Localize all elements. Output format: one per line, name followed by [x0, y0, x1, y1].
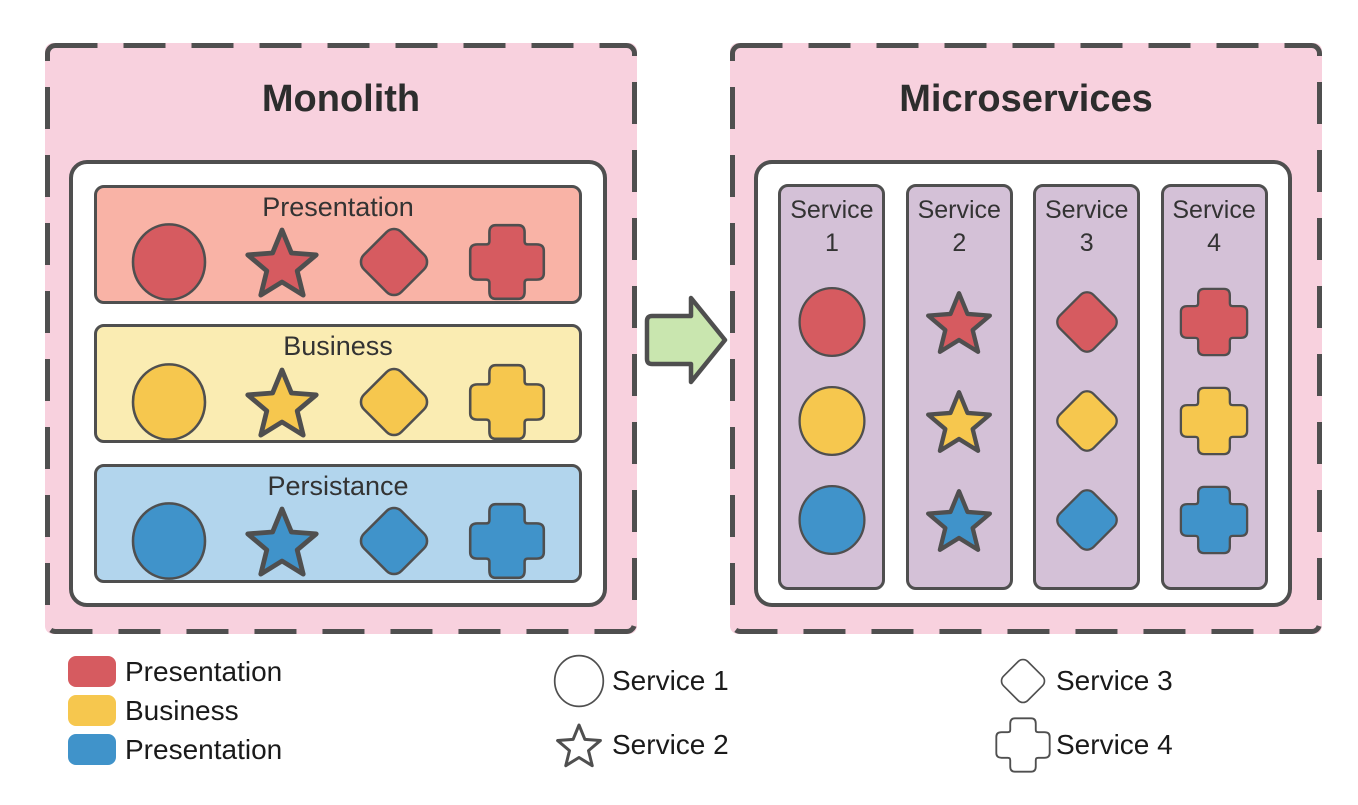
legend-shape-item: Service 4	[994, 717, 1173, 773]
cross-icon	[1179, 287, 1249, 357]
legend-shape-cell	[550, 654, 608, 708]
legend-shape-item: Service 3	[994, 654, 1173, 708]
diamond-icon	[1000, 658, 1046, 704]
legend-swatch	[68, 695, 116, 726]
cross-icon	[1179, 485, 1249, 555]
star-icon	[245, 227, 319, 298]
legend-swatch	[68, 656, 116, 687]
arrow-right-icon	[644, 295, 728, 385]
layer-title: Presentation	[262, 191, 414, 222]
diamond-icon	[359, 367, 429, 436]
circle-icon	[798, 485, 866, 555]
layer-presentation: Presentation	[94, 184, 582, 304]
legend-color-item: Business	[68, 695, 282, 726]
legend-label: Service 1	[612, 665, 729, 696]
legend-label: Presentation	[125, 655, 283, 687]
legend-color-item: Presentation	[68, 734, 282, 765]
legend-shape-cell	[550, 718, 608, 772]
layer-persistance: Persistance	[94, 463, 582, 583]
layer-title: Persistance	[267, 470, 409, 501]
circle-icon	[131, 502, 207, 581]
legend-label: Business	[125, 694, 239, 726]
circle-icon	[553, 654, 605, 708]
legend-shape-cell	[994, 717, 1052, 773]
legend-label: Service 4	[1056, 729, 1173, 760]
cross-icon	[468, 363, 545, 440]
legend-color-item: Presentation	[68, 656, 282, 687]
legend-label: Presentation	[125, 733, 283, 765]
layer-title: Business	[283, 331, 393, 361]
cross-icon	[468, 503, 545, 580]
layer-shapes	[97, 222, 579, 309]
star-icon	[926, 390, 993, 453]
legend-label: Service 2	[612, 729, 729, 760]
transition-arrow	[644, 294, 730, 391]
layer-shapes	[97, 501, 579, 588]
legend-shape-cell	[994, 654, 1052, 708]
diamond-icon	[359, 506, 429, 576]
legend-label: Service 3	[1056, 665, 1173, 696]
legend-shape-item: Service 2	[550, 718, 729, 772]
service-column-shapes	[1036, 259, 1137, 587]
legend-swatch	[68, 734, 116, 765]
circle-icon	[131, 362, 207, 441]
legend-services-3-4: Service 3 Service 4	[994, 654, 1173, 773]
microservices-title: Microservices	[899, 78, 1153, 120]
star-icon	[926, 489, 993, 552]
diamond-icon	[1055, 291, 1118, 353]
diamond-icon	[1055, 390, 1118, 452]
legend-shape-item: Service 1	[550, 654, 729, 708]
star-icon	[926, 291, 993, 354]
service-column-shapes	[1164, 259, 1265, 587]
circle-icon	[798, 386, 866, 456]
layer-business: Business	[94, 324, 582, 443]
layer-shapes	[97, 362, 579, 449]
cross-icon	[995, 717, 1051, 773]
star-icon	[556, 723, 602, 768]
star-icon	[245, 506, 319, 577]
star-icon	[245, 367, 319, 438]
legend-services-1-2: Service 1 Service 2	[550, 654, 729, 772]
monolith-title: Monolith	[261, 78, 421, 120]
cross-icon	[468, 224, 545, 301]
service-column-shapes	[781, 259, 882, 587]
diamond-icon	[359, 227, 429, 297]
cross-icon	[1179, 386, 1249, 456]
diamond-icon	[1055, 489, 1118, 551]
service-column-shapes	[909, 259, 1010, 587]
circle-icon	[798, 287, 866, 357]
circle-icon	[131, 223, 207, 302]
